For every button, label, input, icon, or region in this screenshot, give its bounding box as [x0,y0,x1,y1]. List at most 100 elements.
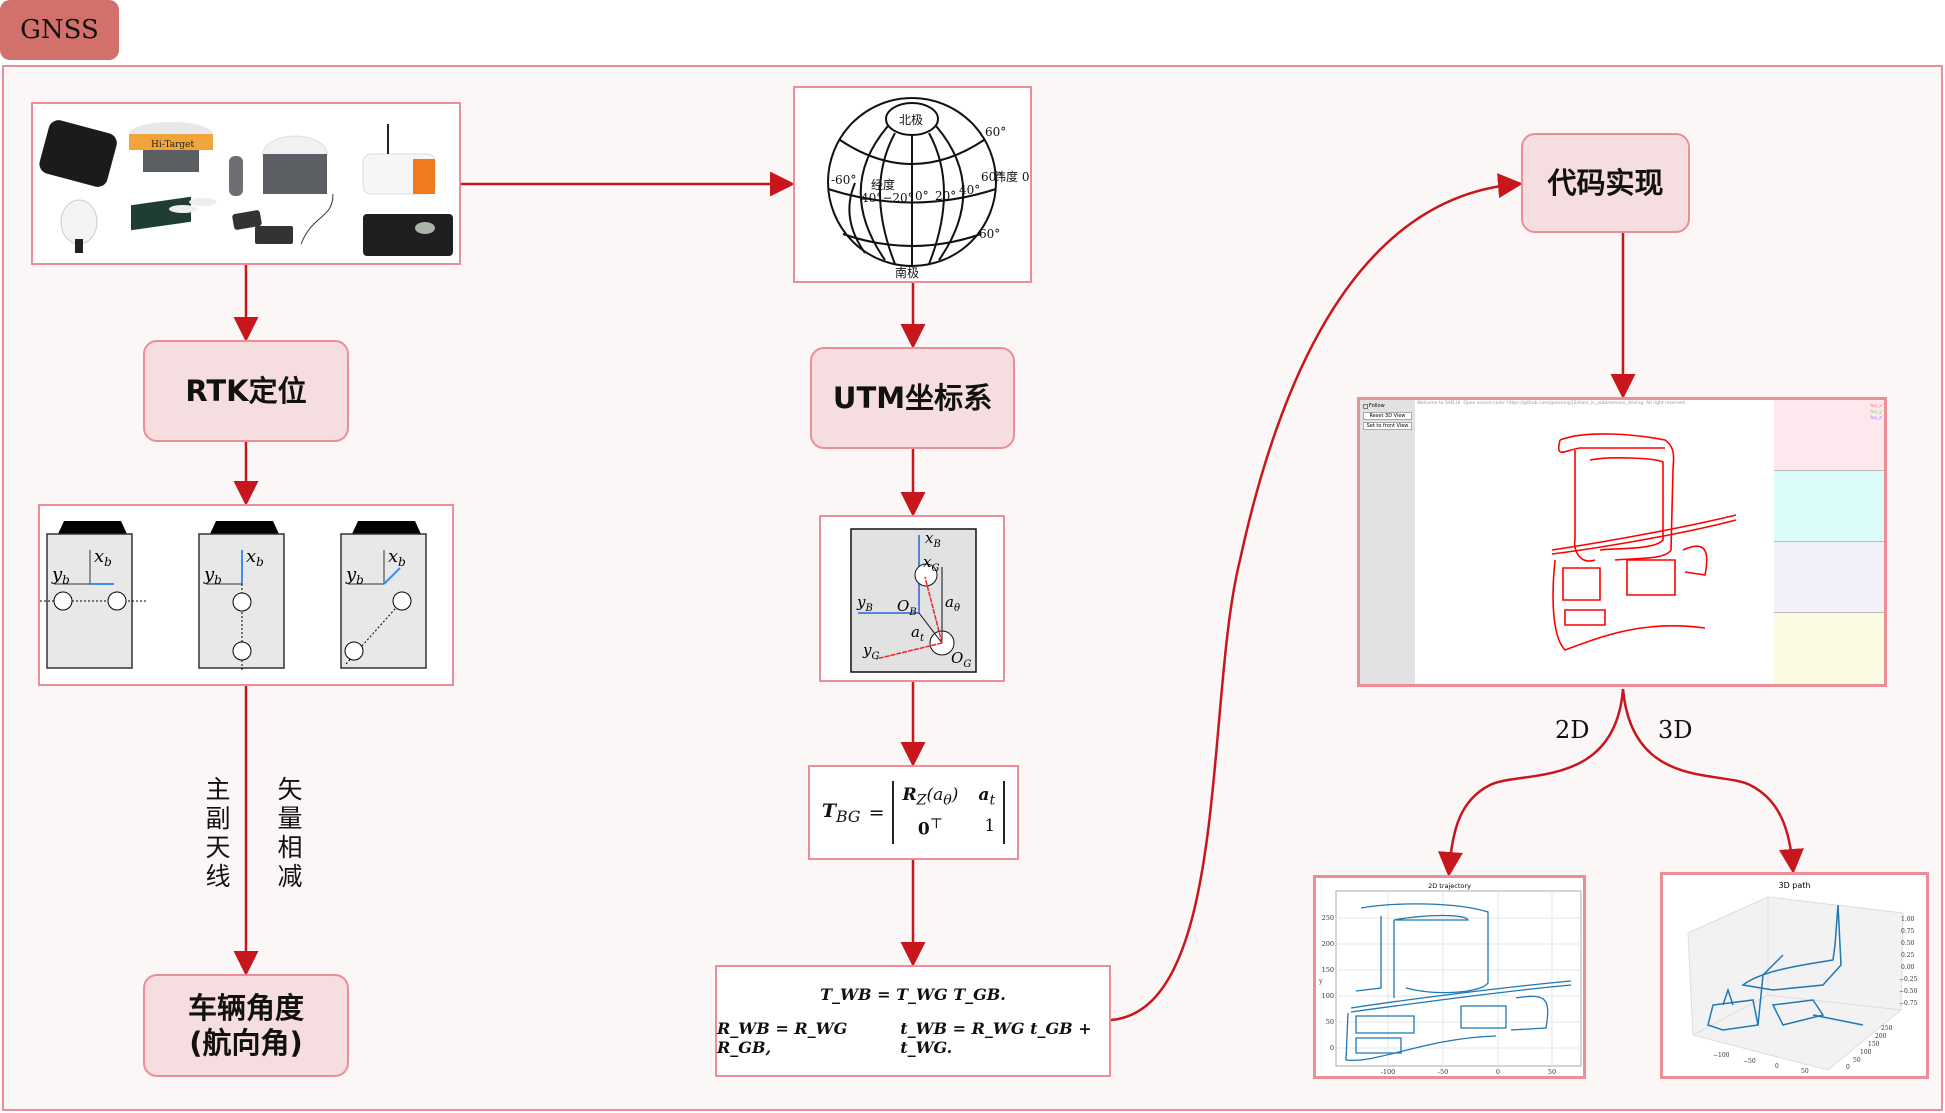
code-label: 代码实现 [1547,165,1664,200]
svg-text:100: 100 [1860,1049,1872,1056]
plot2d-ytick: 200 [1322,940,1334,948]
svg-text:yG: yG [862,641,879,662]
plot-panels: 'ba_x''ba_y''ba_z' [1774,400,1884,684]
arrow-screenshot-to-3d [1621,688,1804,874]
svg-text:at: at [911,623,925,644]
rtk-node[interactable]: RTK定位 [143,340,349,442]
vehicle-longitudinal: xb yb [198,521,285,671]
plot2d-xtick: 0 [1496,1068,1500,1076]
plot2d-canvas: -100 -50 0 50 250 200 150 100 50 0 y [1318,890,1582,1076]
frame-transform-illustration: xB xG yB OB aθ at yG OG [850,528,977,673]
gnss-receivers-illustration: Hi-Target [39,120,453,256]
plot2d-ylabel: y [1318,977,1323,985]
tbg-formula: TBG = RZ(aθ) at 0⊤ 1 [808,765,1019,860]
globe-lat-60: 60° [981,170,1002,184]
edge-label-main-sub-antenna: 主副天线 [202,776,231,892]
svg-text:OG: OG [951,649,971,670]
svg-text:−0.25: −0.25 [1899,976,1918,983]
plot-panel-4 [1774,613,1884,684]
ui-sidebar: Follow Reset 3D View Set to front View [1360,400,1415,684]
globe-longitude: 经度 [871,177,895,192]
svg-text:−100: −100 [1713,1052,1730,1059]
svg-text:200: 200 [1875,1033,1887,1040]
svg-text:0.00: 0.00 [1901,964,1915,971]
svg-text:−0.50: −0.50 [1899,988,1918,995]
svg-text:yb: yb [203,564,222,587]
plot-panel-1: 'ba_x''ba_y''ba_z' [1774,400,1884,471]
edge-label-vector-subtract: 矢量相减 [274,776,303,892]
follow-checkbox[interactable]: Follow [1363,403,1412,409]
plot-legend: 'ba_x''ba_y''ba_z' [1869,404,1883,421]
svg-text:1.00: 1.00 [1901,916,1915,923]
vehicle-antenna-diagram: xb yb xb yb xb yb [38,504,454,686]
globe-lon-0: 0° [915,189,929,203]
front-view-button[interactable]: Set to front View [1363,422,1412,430]
svg-text:250: 250 [1881,1025,1893,1032]
svg-text:xb: xb [94,546,112,569]
svg-text:xG: xG [923,553,939,574]
globe-north: 北极 [899,113,923,127]
globe-lon-40: 40° [959,183,980,197]
heading-node[interactable]: 车辆角度 (航向角) [143,974,349,1077]
globe-image: 北极 60° 60° 纬度 0° -60° 经度 40°−20° 0° 20° … [793,86,1035,283]
heading-label-line1: 车辆角度 [187,990,304,1025]
svg-text:xB: xB [925,529,941,550]
globe-lon-m60: -60° [831,173,856,187]
globe-lat-s60: 60° [979,227,1000,241]
svg-text:0: 0 [1775,1063,1779,1070]
arrow-screenshot-to-2d [1437,688,1625,877]
vehicle-antenna-illustration: xb yb xb yb xb yb [40,521,427,671]
utm-label: UTM坐标系 [832,380,993,415]
svg-text:yb: yb [345,564,364,587]
vehicle-lateral: xb yb [40,521,148,669]
globe-latitude: 纬度 0° [994,169,1030,184]
plot2d-xtick: -100 [1381,1068,1396,1076]
svg-text:xb: xb [388,546,406,569]
svg-text:50: 50 [1853,1057,1861,1064]
plot2d-ytick: 150 [1322,966,1334,974]
globe-lon-m40-m20: 40°−20° [861,191,914,205]
tbg-matrix: RZ(aθ) at 0⊤ 1 [892,780,1006,845]
edge-label-2d: 2D [1555,716,1590,744]
plot2d-title: 2D trajectory [1428,882,1471,890]
twb-formula: T_WB = T_WG T_GB. R_WB = R_WG R_GB, t_WB … [715,965,1111,1077]
utm-node[interactable]: UTM坐标系 [810,347,1015,449]
globe-south: 南极 [895,265,919,280]
plot2d-ytick: 250 [1322,914,1334,922]
rtk-label: RTK定位 [185,373,307,408]
tab-title: GNSS [20,15,99,45]
svg-text:0.75: 0.75 [1901,928,1915,935]
rwb-equation: R_WB = R_WG R_GB, [717,1019,848,1058]
plot-2d-trajectory: 2D trajectory -100 -50 0 50 250 200 150 … [1313,875,1586,1079]
plot3d-title: 3D path [1778,881,1811,890]
trajectory-view [1551,433,1737,651]
plot2d-xtick: -50 [1438,1068,1448,1076]
reset-3d-view-button[interactable]: Reset 3D View [1363,412,1412,420]
globe-illustration: 北极 60° 60° 纬度 0° -60° 经度 40°−20° 0° 20° … [827,97,1035,280]
twb-equation: T_WB = T_WG T_GB. [820,984,1006,1004]
svg-text:50: 50 [1801,1068,1809,1075]
vehicle-diagonal: xb yb [340,521,427,669]
gnss-devices-image: Hi-Target [31,102,461,265]
twb-translation-equation: t_WB = R_WG t_GB + t_WG. [900,1019,1092,1058]
globe-lon-20: 20° [935,189,956,203]
code-screenshot: Follow Reset 3D View Set to front View W… [1357,397,1887,687]
arrow-twb-to-code [1110,173,1523,1022]
welcome-text: Welcome to SAD.UI. Open source code: htt… [1417,401,1687,406]
code-node[interactable]: 代码实现 [1521,133,1690,233]
plot2d-xtick: 50 [1548,1068,1556,1076]
svg-text:0.50: 0.50 [1901,940,1915,947]
plot3d-canvas: 1.000.750.500.250.00−0.25−0.50−0.75 −100… [1687,896,1918,1075]
gnss-tab[interactable]: GNSS [0,0,119,60]
svg-text:aθ: aθ [945,593,960,614]
device-brand-label: Hi-Target [151,140,195,150]
plot-panel-3 [1774,542,1884,613]
svg-text:OB: OB [897,597,917,618]
utm-frame-diagram: xB xG yB OB aθ at yG OG [819,515,1005,682]
svg-text:yb: yb [51,564,70,587]
plot2d-ytick: 0 [1330,1044,1334,1052]
svg-text:−50: −50 [1743,1058,1756,1065]
svg-text:150: 150 [1868,1041,1880,1048]
